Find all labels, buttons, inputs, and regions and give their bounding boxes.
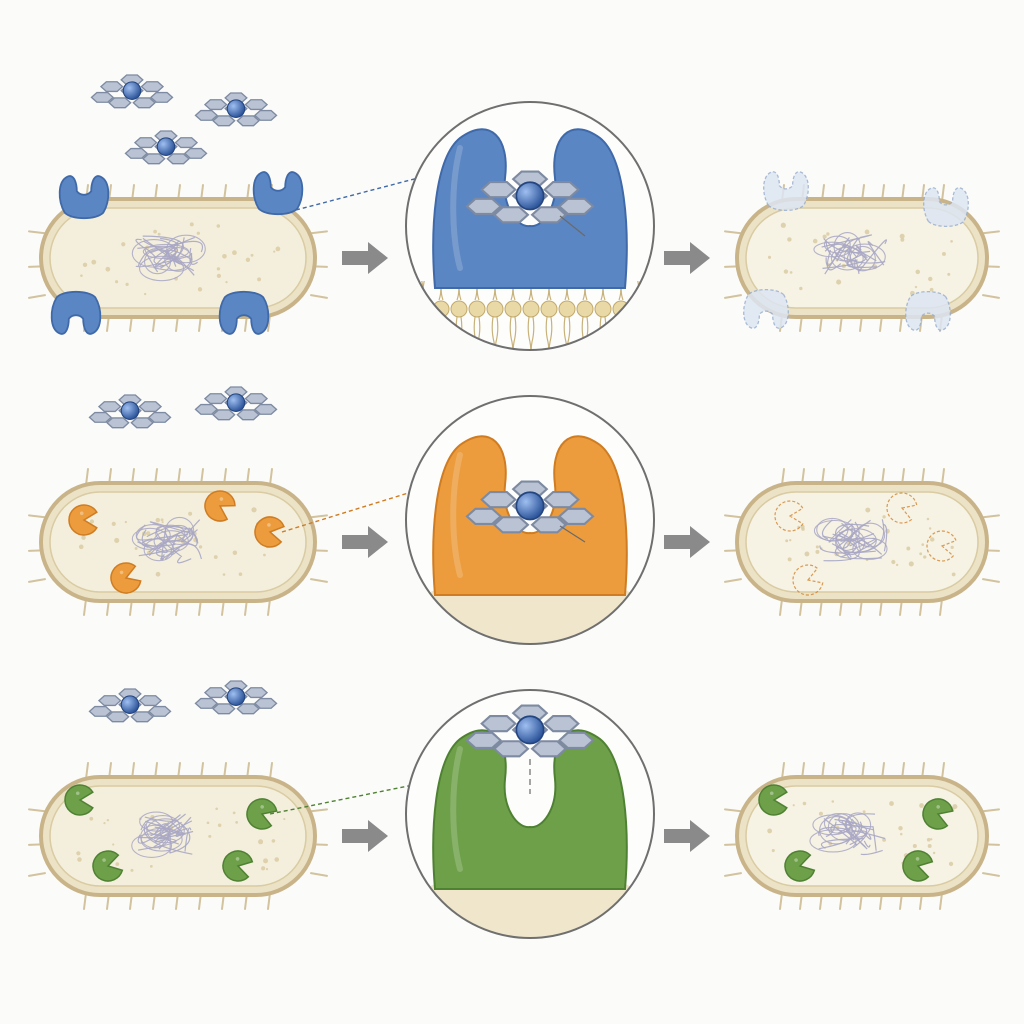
receptor-protein-icon — [50, 290, 102, 335]
process-row-3 — [28, 680, 1000, 939]
zoom-leader-line — [281, 489, 419, 533]
bacterial-cell — [28, 762, 328, 910]
nucleoid-tangle — [131, 516, 202, 564]
initial-cell — [28, 762, 328, 910]
final-cell — [724, 468, 1000, 616]
zoomed-protein — [432, 128, 628, 289]
cytoplasm-floor — [406, 570, 654, 644]
receptor-protein-icon — [58, 175, 110, 220]
initial-cell — [28, 468, 328, 616]
nucleoid-tangle — [131, 811, 194, 858]
zoomed-protein — [432, 729, 628, 890]
binding-protein-icon — [784, 850, 816, 882]
magnified-view-circle — [405, 689, 655, 939]
binding-protein-icon — [110, 562, 142, 594]
rows-layer — [28, 74, 1000, 939]
porphyrin-metal-complex-icon — [465, 170, 595, 224]
bacterial-cell — [724, 184, 1000, 332]
cytoplasm-granules — [80, 222, 281, 296]
binding-protein-icon — [254, 516, 285, 548]
final-cell — [724, 762, 1000, 910]
receptor-protein-icon — [743, 288, 789, 329]
receptor-protein-icon — [923, 187, 969, 228]
porphyrin-metal-complex-icon — [88, 394, 172, 429]
nucleoid-tangle — [813, 517, 888, 562]
nucleoid-tangle — [131, 234, 206, 282]
porphyrin-metal-complex-icon — [465, 480, 595, 534]
free-molecules — [90, 74, 278, 165]
bacterial-cell — [724, 468, 1000, 616]
arrow-right-icon — [342, 820, 388, 852]
porphyrin-metal-complex-icon — [465, 704, 595, 758]
zoomed-protein — [432, 435, 628, 596]
receptor-protein-icon — [218, 290, 270, 335]
binding-protein-icon — [204, 490, 236, 522]
magnified-view-circle — [405, 395, 655, 645]
zoom-content — [406, 704, 654, 938]
porphyrin-metal-complex-icon — [90, 74, 174, 109]
porphyrin-metal-complex-icon — [194, 386, 278, 421]
arrow-right-icon — [664, 242, 710, 274]
binding-protein-icon — [68, 504, 98, 536]
binding-protein-icon — [902, 850, 934, 882]
zoom-content — [406, 435, 654, 644]
cytoplasm-granules — [76, 801, 286, 872]
process-row-2 — [28, 386, 1000, 645]
cytoplasm — [745, 491, 979, 593]
zoom-leader-line — [295, 177, 419, 211]
binding-protein-icon — [758, 784, 788, 816]
magnified-view-circle — [405, 101, 655, 351]
receptor-protein-icon — [763, 171, 809, 212]
nucleoid-tangle — [813, 231, 887, 275]
process-row-1 — [28, 74, 1000, 351]
porphyrin-metal-complex-icon — [194, 92, 278, 127]
binding-protein-icon — [92, 850, 124, 882]
bacterial-cell — [28, 184, 328, 332]
binding-protein-icon — [222, 850, 254, 882]
binding-protein-icon — [246, 798, 278, 830]
binding-protein-icon — [64, 784, 94, 816]
receptor-protein-icon — [252, 171, 304, 216]
cytoplasm-floor — [406, 864, 654, 938]
final-cell — [724, 171, 1000, 332]
arrow-right-icon — [342, 526, 388, 558]
receptor-protein-icon — [905, 290, 951, 331]
porphyrin-metal-complex-icon — [124, 130, 208, 165]
arrow-right-icon — [664, 820, 710, 852]
initial-cell — [28, 171, 328, 335]
binding-protein-icon — [922, 798, 954, 830]
bacterial-cell — [724, 762, 1000, 910]
free-molecules — [88, 386, 278, 429]
bacterial-cell — [28, 468, 328, 616]
cytoplasm — [745, 207, 979, 309]
porphyrin-metal-complex-icon — [88, 688, 172, 723]
porphyrin-metal-complex-icon — [194, 680, 278, 715]
free-molecules — [88, 680, 278, 723]
arrow-right-icon — [342, 242, 388, 274]
nucleoid-tangle — [809, 812, 886, 856]
arrow-right-icon — [664, 526, 710, 558]
